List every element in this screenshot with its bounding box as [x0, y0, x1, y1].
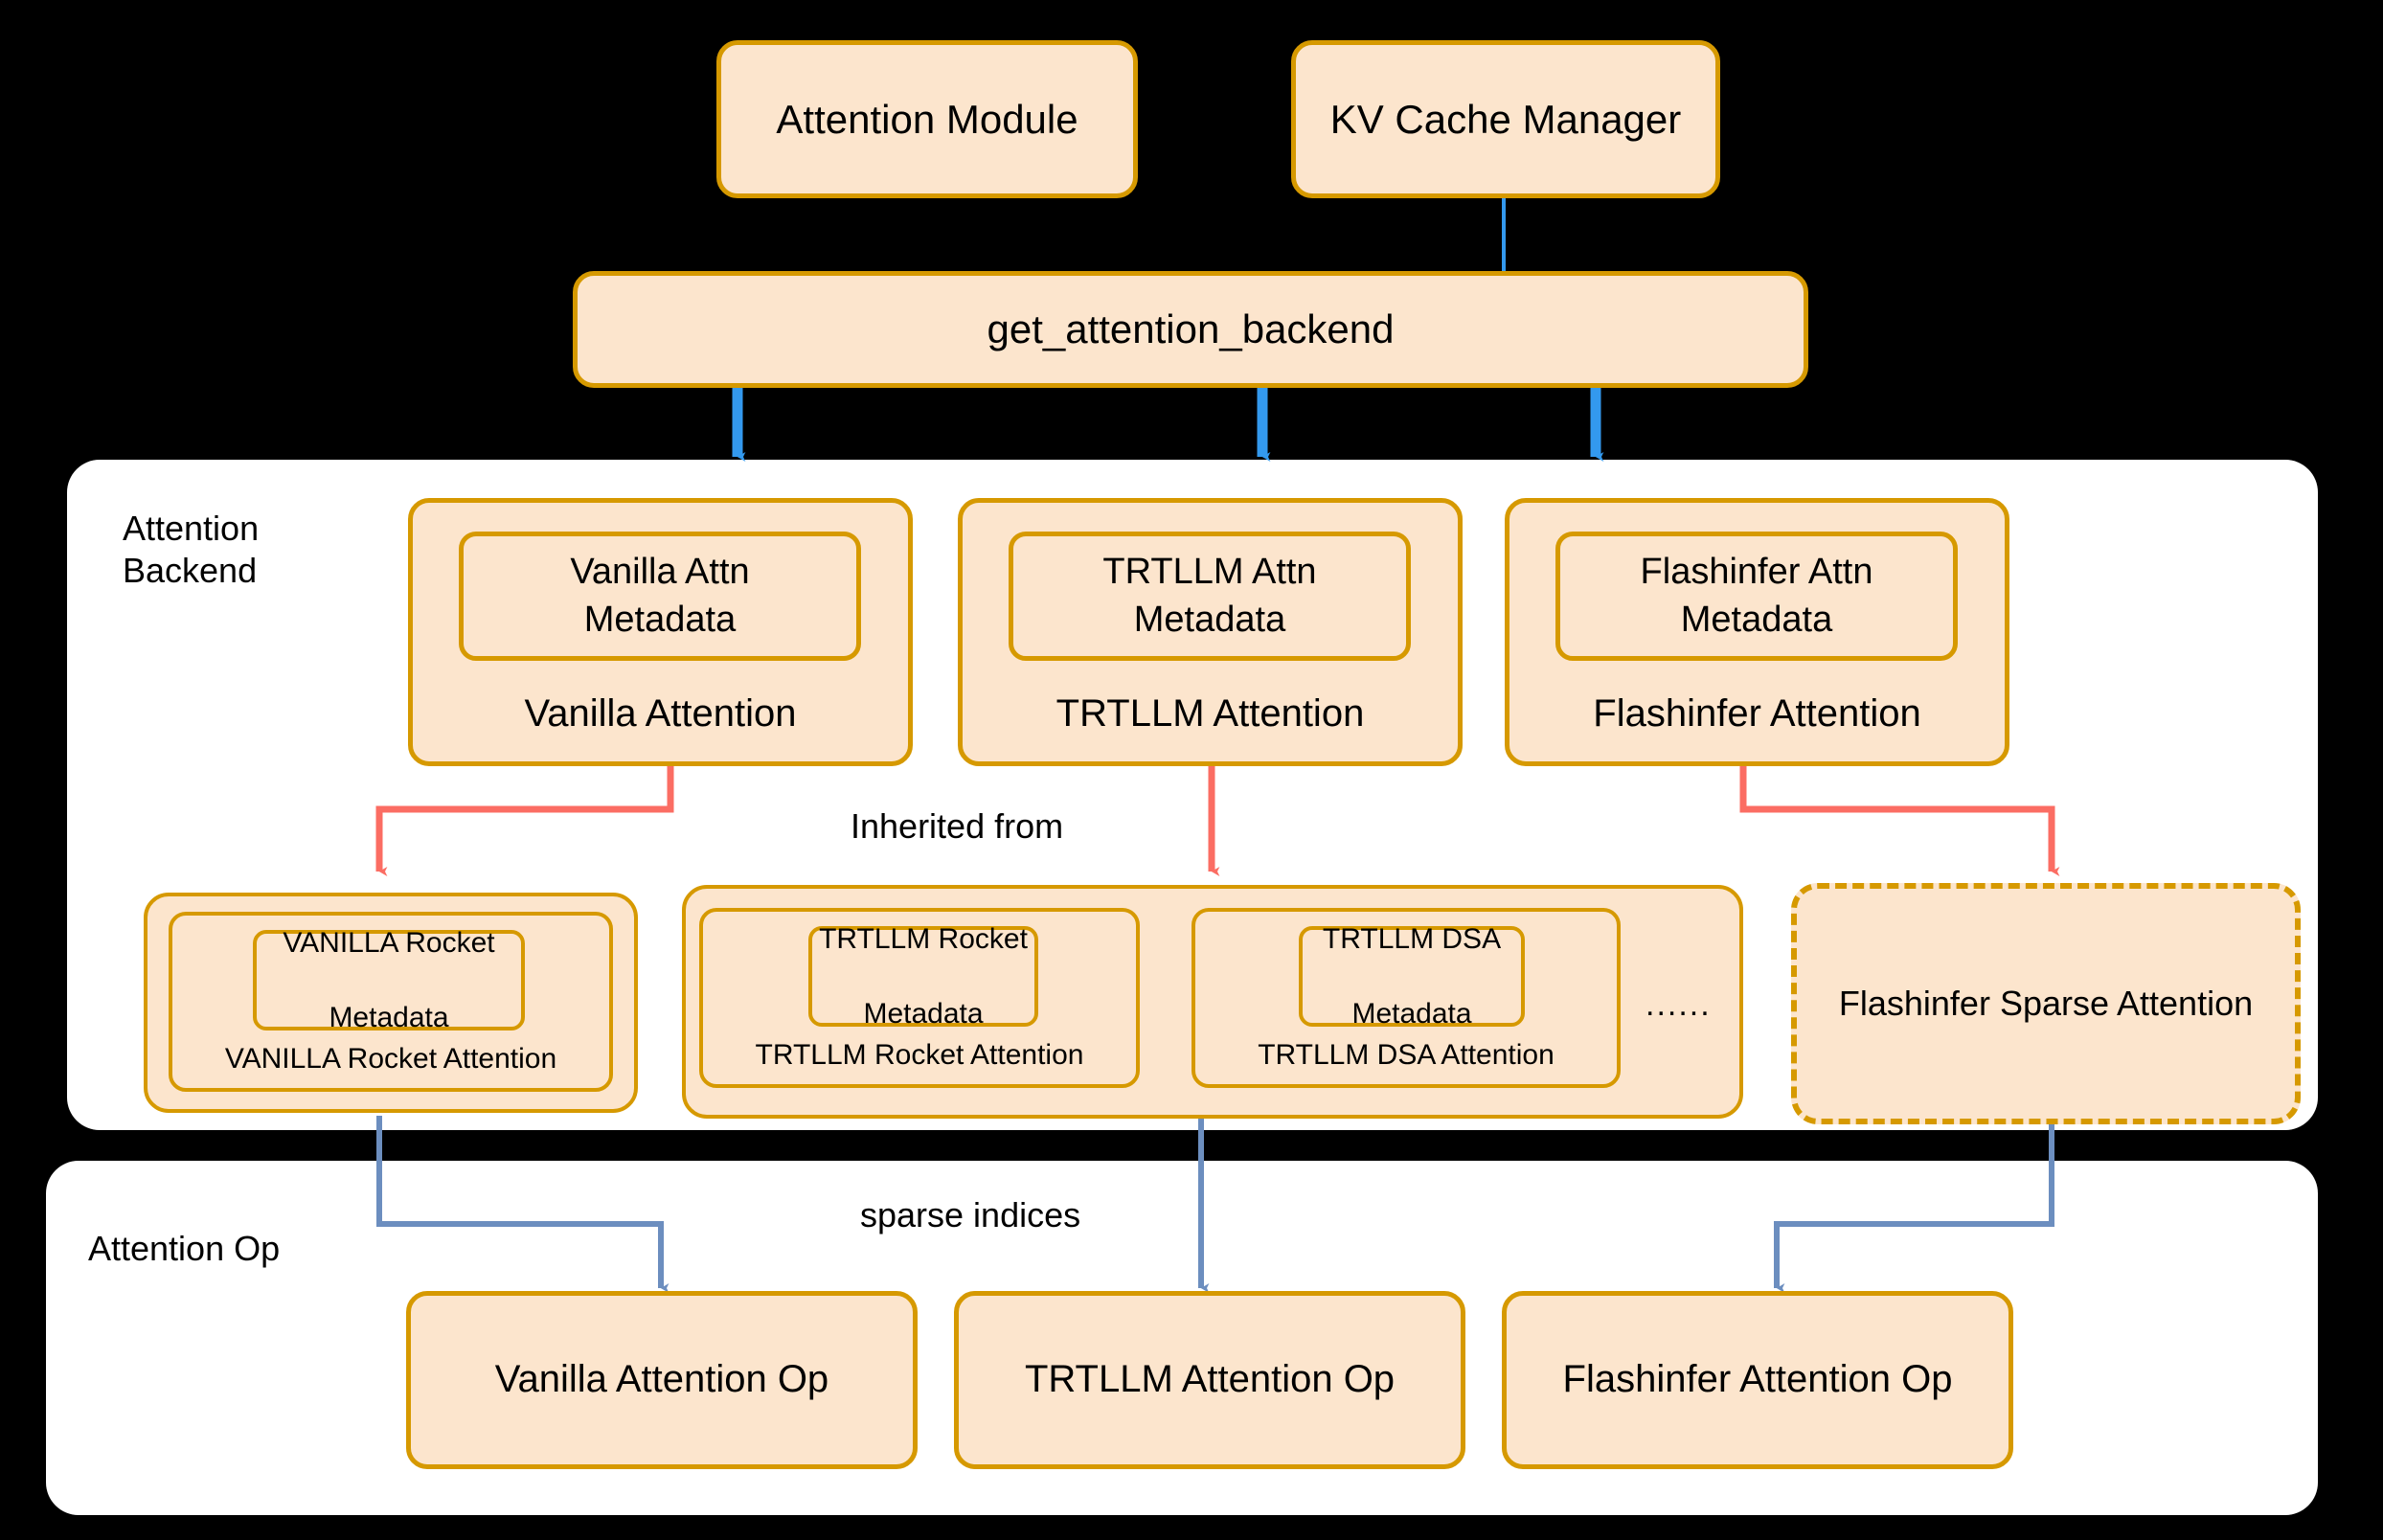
kv-cache-manager-node[interactable]: KV Cache Manager: [1291, 40, 1720, 198]
trtllm-rocket-attention-node[interactable]: TRTLLM Rocket Metadata TRTLLM Rocket Att…: [699, 908, 1140, 1088]
trtllm-dsa-attention-node[interactable]: TRTLLM DSA Metadata TRTLLM DSA Attention: [1192, 908, 1621, 1088]
vanilla-rocket-attention-title: VANILLA Rocket Attention: [224, 1043, 557, 1075]
get-attention-backend-label: get_attention_backend: [987, 306, 1395, 352]
vanilla-attn-metadata-label: Vanilla Attn Metadata: [570, 552, 750, 640]
flashinfer-sparse-attention-label: Flashinfer Sparse Attention: [1838, 983, 2254, 1023]
flashinfer-attention-op-node[interactable]: Flashinfer Attention Op: [1502, 1291, 2013, 1469]
attention-module-node[interactable]: Attention Module: [716, 40, 1138, 198]
trtllm-dsa-metadata-label: TRTLLM DSA Metadata: [1322, 923, 1502, 1030]
trtllm-dsa-metadata-node[interactable]: TRTLLM DSA Metadata: [1299, 923, 1525, 1030]
vanilla-attention-title: Vanilla Attention: [524, 692, 797, 735]
kv-cache-manager-label: KV Cache Manager: [1329, 96, 1682, 142]
vanilla-attention-backend[interactable]: Vanilla Attn Metadata Vanilla Attention: [408, 498, 913, 766]
get-attention-backend-node[interactable]: get_attention_backend: [573, 271, 1808, 388]
trtllm-dsa-attention-title: TRTLLM DSA Attention: [1258, 1039, 1555, 1071]
vanilla-rocket-attention-node[interactable]: VANILLA Rocket Metadata VANILLA Rocket A…: [169, 912, 613, 1092]
trtllm-attention-op-node[interactable]: TRTLLM Attention Op: [954, 1291, 1465, 1469]
attention-backend-section-label: Attention Backend: [123, 509, 260, 590]
flashinfer-attn-metadata-label: Flashinfer Attn Metadata: [1640, 552, 1873, 640]
attention-op-section-label: Attention Op: [88, 1229, 281, 1268]
trtllm-rocket-metadata-label: TRTLLM Rocket Metadata: [819, 923, 1028, 1030]
trtllm-rocket-metadata-node[interactable]: TRTLLM Rocket Metadata: [808, 923, 1038, 1030]
trtllm-rocket-attention-title: TRTLLM Rocket Attention: [755, 1039, 1084, 1071]
flashinfer-attn-metadata-node[interactable]: Flashinfer Attn Metadata: [1555, 532, 1958, 661]
flashinfer-attention-op-label: Flashinfer Attention Op: [1562, 1358, 1953, 1401]
flashinfer-attention-title: Flashinfer Attention: [1593, 692, 1921, 735]
trtllm-attention-title: TRTLLM Attention: [1055, 692, 1365, 735]
flashinfer-sparse-attention-node[interactable]: Flashinfer Sparse Attention: [1791, 883, 2301, 1124]
trtllm-attn-metadata-node[interactable]: TRTLLM Attn Metadata: [1009, 532, 1411, 661]
vanilla-attn-metadata-node[interactable]: Vanilla Attn Metadata: [459, 532, 861, 661]
vanilla-rocket-metadata-node[interactable]: VANILLA Rocket Metadata: [253, 927, 525, 1033]
trtllm-attn-metadata-label: TRTLLM Attn Metadata: [1102, 552, 1317, 640]
inherited-from-label: Inherited from: [851, 806, 1064, 846]
trtllm-attention-backend[interactable]: TRTLLM Attn Metadata TRTLLM Attention: [958, 498, 1463, 766]
trtllm-sparse-ellipsis: ......: [1645, 986, 1712, 1023]
flashinfer-attention-backend[interactable]: Flashinfer Attn Metadata Flashinfer Atte…: [1505, 498, 2009, 766]
vanilla-attention-op-node[interactable]: Vanilla Attention Op: [406, 1291, 918, 1469]
attention-module-label: Attention Module: [776, 96, 1078, 142]
sparse-indices-label: sparse indices: [860, 1195, 1081, 1234]
trtllm-attention-op-label: TRTLLM Attention Op: [1024, 1358, 1396, 1401]
vanilla-attention-op-label: Vanilla Attention Op: [494, 1358, 829, 1401]
vanilla-rocket-metadata-label: VANILLA Rocket Metadata: [283, 927, 495, 1033]
